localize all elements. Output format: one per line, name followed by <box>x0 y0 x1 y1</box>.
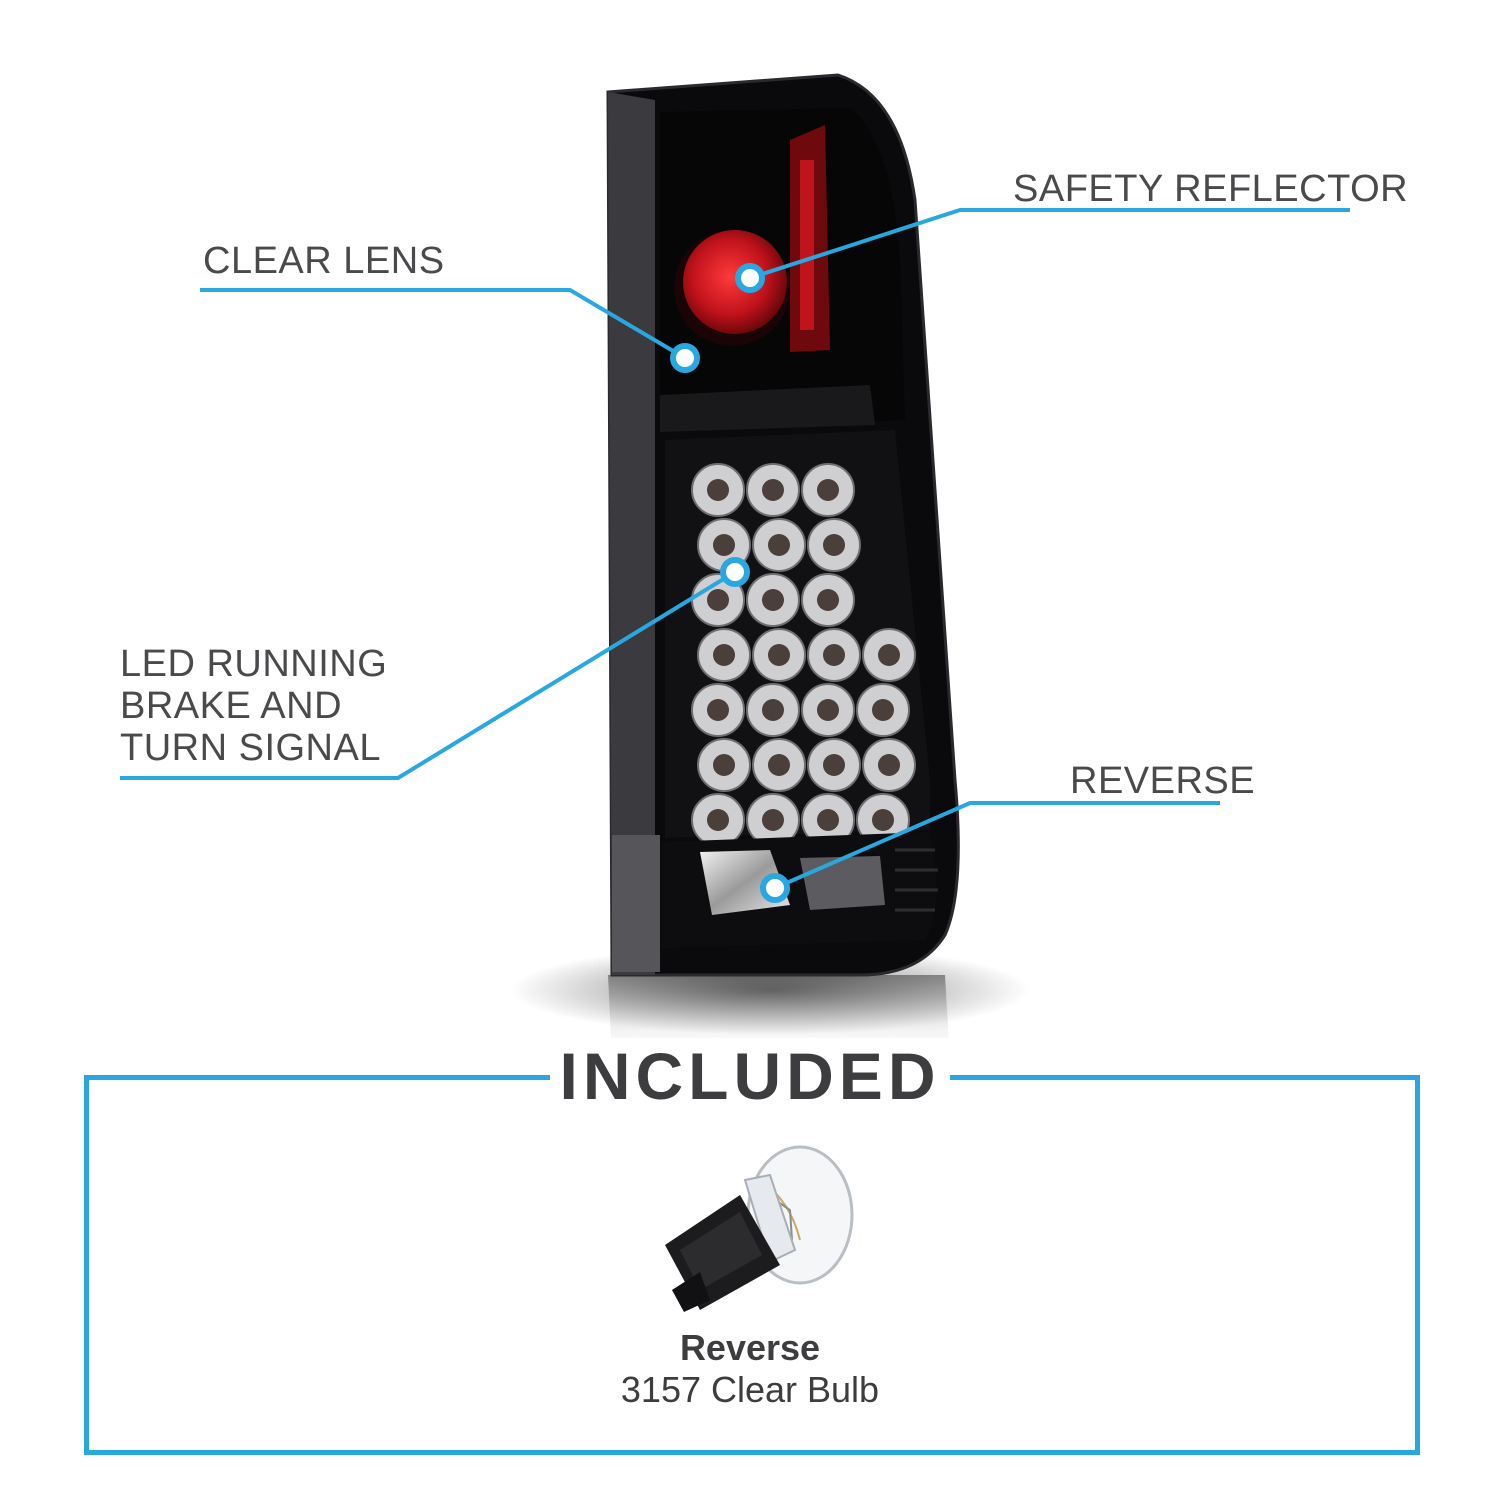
bulb-3157-illustration <box>665 1145 854 1312</box>
led-diode <box>768 534 790 556</box>
callout-line-reverse <box>774 801 1220 890</box>
bulb-name: Reverse <box>679 1327 821 1368</box>
callout-label-safety-reflector: SAFETY REFLECTOR <box>1013 168 1409 210</box>
led-diode <box>872 809 894 831</box>
led-diode <box>707 479 729 501</box>
led-diode <box>823 534 845 556</box>
callout-dot-safety-reflector <box>735 263 765 293</box>
led-diode <box>713 754 735 776</box>
bulb-description: 3157 Clear Bulb <box>620 1369 880 1410</box>
led-diode <box>878 644 900 666</box>
callout-lines <box>120 208 1350 890</box>
callout-label-reverse: REVERSE <box>1070 760 1256 802</box>
led-array <box>691 463 916 847</box>
led-diode <box>878 754 900 776</box>
included-title: INCLUDED <box>550 1038 950 1114</box>
led-diode <box>762 809 784 831</box>
callout-label-clear-lens: CLEAR LENS <box>203 240 445 282</box>
tail-lamp <box>606 73 960 977</box>
led-diode <box>707 809 729 831</box>
led-diode <box>817 479 839 501</box>
led-diode <box>817 809 839 831</box>
led-diode <box>762 589 784 611</box>
led-diode <box>768 754 790 776</box>
led-diode <box>823 644 845 666</box>
callout-dot-reverse <box>760 873 790 903</box>
led-diode <box>707 699 729 721</box>
led-diode <box>762 479 784 501</box>
led-diode <box>768 644 790 666</box>
led-diode <box>707 589 729 611</box>
callout-label-led-line-2: BRAKE AND <box>120 685 343 727</box>
led-diode <box>762 699 784 721</box>
callout-line-clear-lens <box>200 288 687 360</box>
callout-line-led <box>120 570 737 780</box>
led-diode <box>823 754 845 776</box>
callout-dot-clear-lens <box>670 343 700 373</box>
callout-label-led-line-1: LED RUNNING <box>120 643 388 685</box>
led-diode <box>872 699 894 721</box>
led-diode <box>817 589 839 611</box>
led-diode <box>713 644 735 666</box>
callout-line-safety-reflector <box>749 208 1350 280</box>
led-diode <box>817 699 839 721</box>
callout-label-led: LED RUNNING BRAKE AND TURN SIGNAL <box>120 643 387 769</box>
led-diode <box>713 534 735 556</box>
callout-dots <box>670 263 790 903</box>
callout-dot-led <box>720 557 750 587</box>
callout-label-led-line-3: TURN SIGNAL <box>120 727 381 769</box>
